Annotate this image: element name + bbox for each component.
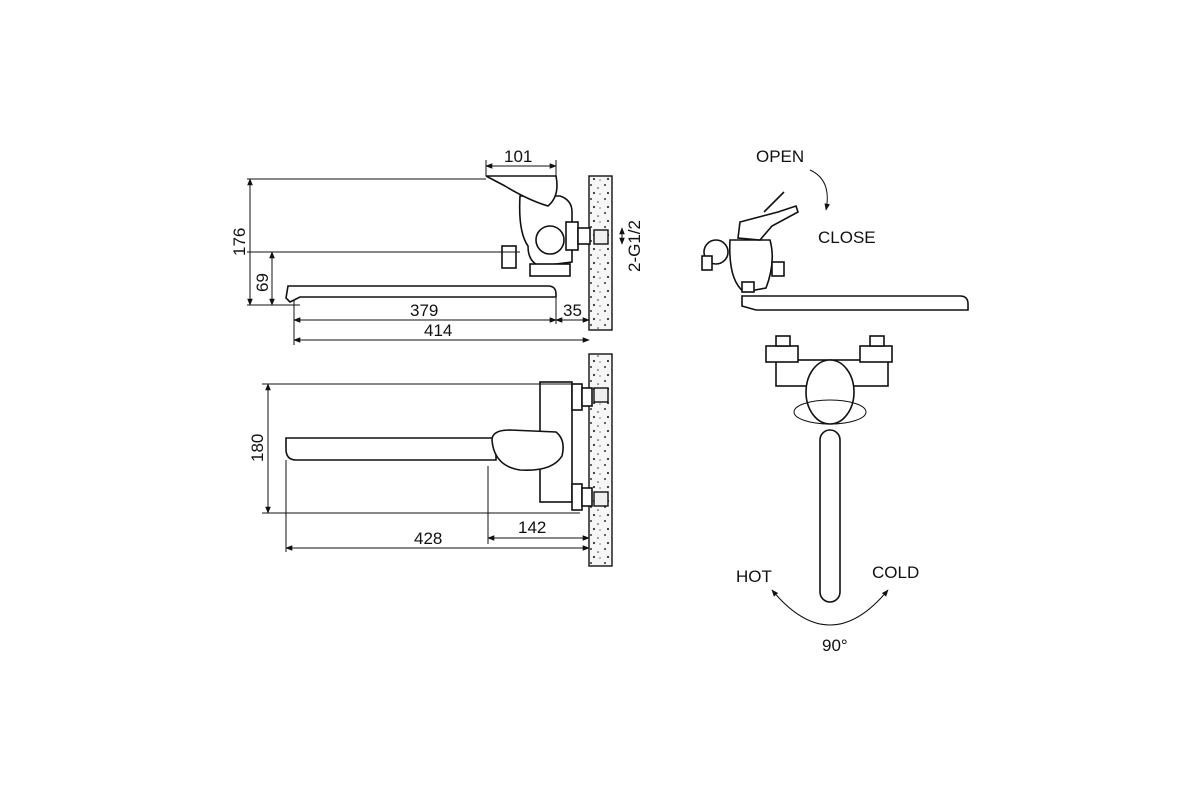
dim-428: 428 xyxy=(414,529,442,548)
operation-side-view: OPEN CLOSE xyxy=(701,147,969,311)
dim-414: 414 xyxy=(424,321,452,340)
dim-69: 69 xyxy=(253,273,272,292)
eccentric-pipe-lower xyxy=(581,487,593,507)
nut-right-front xyxy=(869,335,885,347)
eccentric-nut-lower xyxy=(571,483,583,511)
dim-35: 35 xyxy=(563,301,582,320)
body-ring xyxy=(535,225,565,255)
spout-side xyxy=(285,285,557,303)
dim-180: 180 xyxy=(248,434,267,462)
lever-raised xyxy=(763,191,785,213)
wall-section-bottom xyxy=(588,353,613,567)
top-view: 180 142 428 xyxy=(248,353,613,567)
lever-handle-top xyxy=(491,429,564,472)
hot-cold-arrow xyxy=(771,589,889,626)
diverter-knob xyxy=(501,245,517,269)
thread-upper xyxy=(593,387,609,403)
open-label: OPEN xyxy=(756,147,804,166)
open-close-arrow xyxy=(809,169,830,211)
spout-top xyxy=(285,437,497,461)
spout-right-side xyxy=(741,295,969,311)
eccentric-right-front xyxy=(859,345,893,363)
eccentric-nut xyxy=(565,221,579,251)
cold-label: COLD xyxy=(872,563,919,582)
body-base xyxy=(529,263,571,277)
dim-379: 379 xyxy=(410,301,438,320)
wall-thread xyxy=(593,229,609,245)
dim-142: 142 xyxy=(518,518,546,537)
rotation-label: 90° xyxy=(822,636,848,655)
thread-lower xyxy=(593,491,609,507)
operation-front-view: HOT COLD 90° xyxy=(736,335,919,655)
body-right-side xyxy=(728,239,774,293)
nut-left-front xyxy=(775,335,791,347)
dim-thread: 2-G1/2 xyxy=(625,220,644,272)
lever-right-side xyxy=(737,204,799,241)
wall-section-top xyxy=(588,175,613,331)
diverter-right xyxy=(771,261,785,277)
eccentric-pipe xyxy=(577,227,591,245)
hot-label: HOT xyxy=(736,567,772,586)
dim-101: 101 xyxy=(504,147,532,166)
handle-front xyxy=(805,359,855,425)
base-right xyxy=(741,281,755,293)
eccentric-left-front xyxy=(765,345,799,363)
dim-176: 176 xyxy=(230,228,249,256)
close-label: CLOSE xyxy=(818,228,876,247)
lever-handle-side xyxy=(485,175,558,207)
handle-sweep xyxy=(793,399,867,425)
side-view: 101 176 69 379 35 414 2-G1/2 xyxy=(230,147,644,345)
eccentric-pipe-upper xyxy=(581,387,593,407)
eccentric-nut-upper xyxy=(571,383,583,411)
inlet-left-nut xyxy=(701,255,713,271)
spout-front xyxy=(819,429,841,603)
